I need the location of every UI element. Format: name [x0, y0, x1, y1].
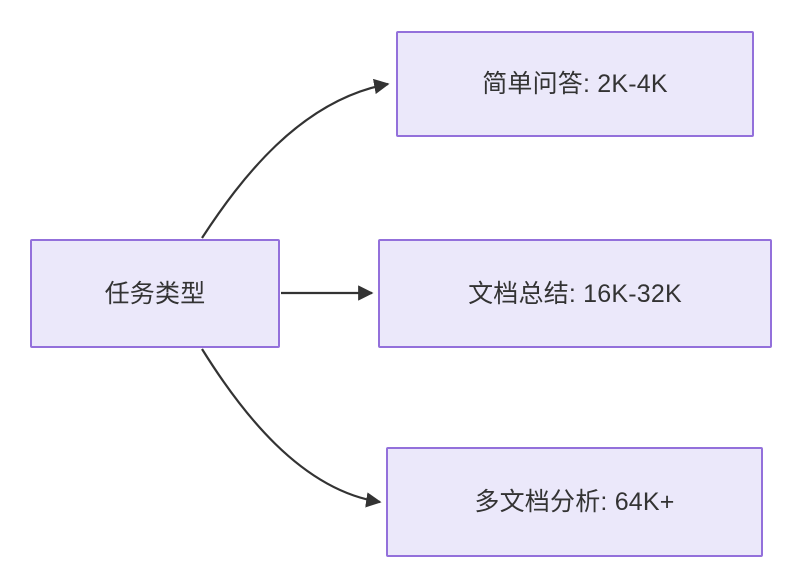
node-task-type-label: 任务类型 — [104, 279, 206, 308]
node-document-summary-label: 文档总结: 16K-32K — [468, 279, 682, 308]
edge-root-to-simple-qa — [201, 78, 390, 239]
node-multi-document-analysis[interactable]: 多文档分析: 64K+ — [386, 447, 763, 557]
node-document-summary[interactable]: 文档总结: 16K-32K — [378, 239, 772, 348]
node-simple-qa-label: 简单问答: 2K-4K — [482, 70, 668, 98]
node-task-type[interactable]: 任务类型 — [30, 239, 280, 348]
node-multi-document-analysis-label: 多文档分析: 64K+ — [474, 488, 675, 516]
edge-root-to-multi-doc — [201, 348, 382, 508]
node-simple-qa[interactable]: 简单问答: 2K-4K — [396, 31, 754, 137]
